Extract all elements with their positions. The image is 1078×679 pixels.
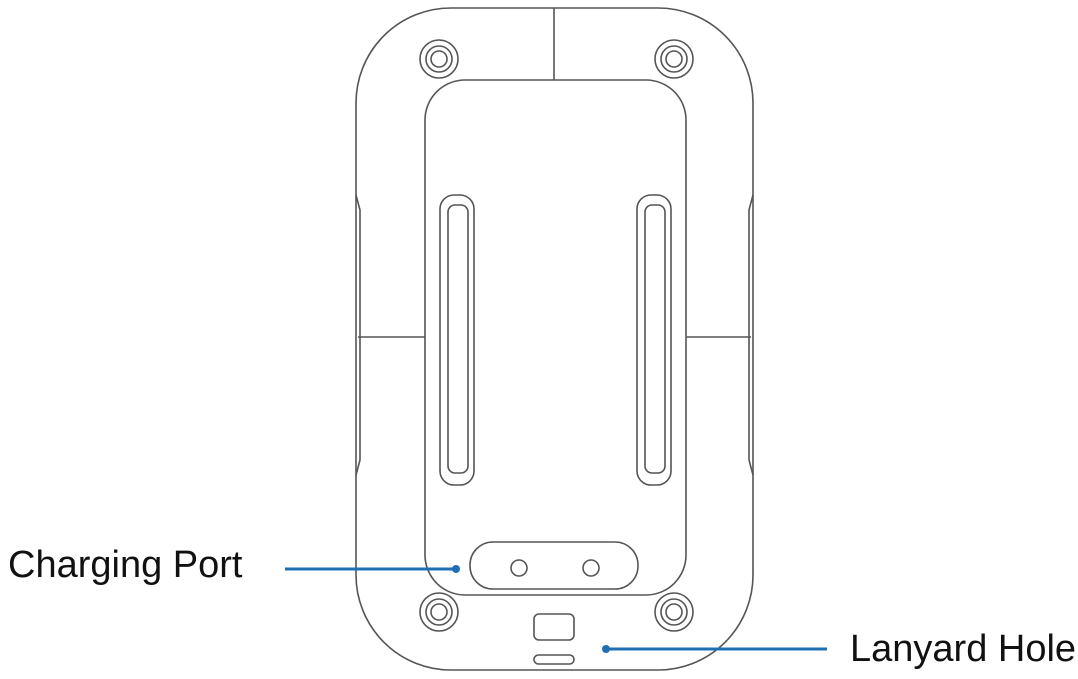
lanyard-hole	[533, 613, 575, 665]
slot-right	[636, 194, 672, 486]
right-side-grip	[748, 194, 754, 476]
charging-port	[469, 541, 639, 590]
screw-bottom-left	[419, 592, 459, 632]
lanyard-hole-label: Lanyard Hole	[850, 628, 1077, 670]
screw-top-right	[654, 39, 694, 79]
charging-pin-right	[582, 559, 600, 577]
callout-lanyard-hole	[602, 645, 827, 653]
device-outer-shell	[355, 7, 754, 671]
inner-plate	[424, 79, 687, 596]
slot-left	[439, 194, 475, 486]
callout-charging-port	[285, 565, 460, 573]
charging-port-label: Charging Port	[8, 544, 243, 586]
screw-top-left	[419, 39, 459, 79]
left-side-grip	[355, 194, 361, 476]
screw-bottom-right	[654, 592, 694, 632]
charging-pin-left	[510, 559, 528, 577]
